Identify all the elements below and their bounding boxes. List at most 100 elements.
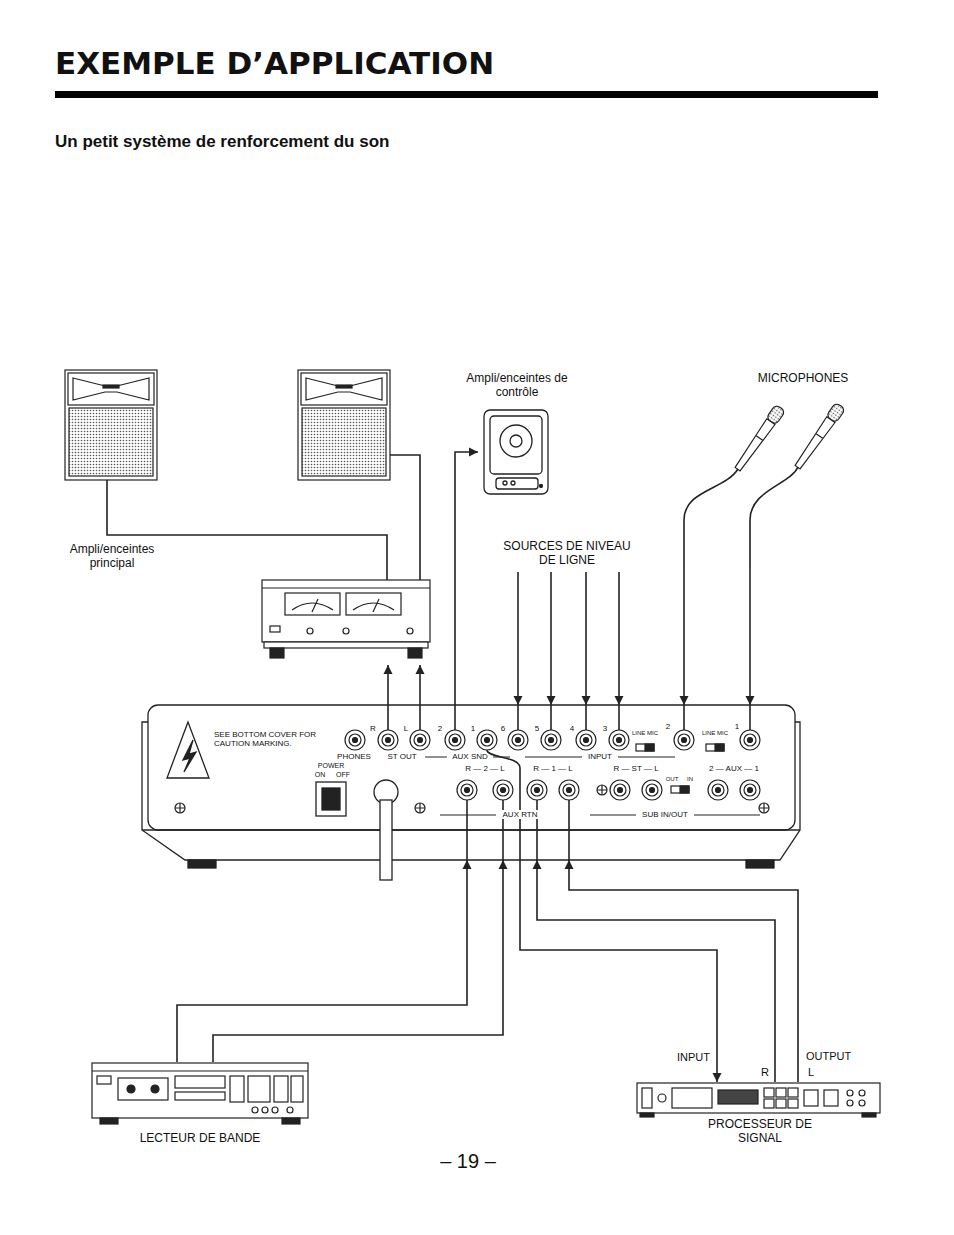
jack-socket	[386, 738, 391, 743]
power-switch	[316, 780, 398, 880]
tape-deck	[230, 1076, 244, 1102]
jack-socket	[610, 780, 630, 800]
plug-wire	[454, 705, 456, 730]
power-switch	[316, 782, 346, 816]
panel-marking: 2	[438, 724, 442, 733]
microphone	[756, 436, 763, 441]
jack-socket	[748, 788, 753, 793]
jack-socket	[674, 730, 694, 750]
jack-socket	[613, 734, 625, 746]
microphone	[750, 467, 798, 568]
main-speaker	[69, 408, 153, 476]
power-amplifier	[285, 593, 340, 615]
power-amplifier	[343, 628, 349, 634]
device-label: SOURCES DE NIVEAU DE LIGNE	[495, 540, 640, 568]
jack-socket	[597, 785, 607, 795]
jack-socket	[650, 788, 655, 793]
jack-socket	[175, 803, 185, 813]
plug-wire	[536, 800, 538, 860]
power-amplifier	[262, 580, 430, 658]
jack-socket	[748, 738, 753, 743]
panel-rule	[525, 757, 582, 758]
jack-socket	[682, 738, 687, 743]
tape-deck	[92, 1063, 308, 1118]
signal-processor	[847, 1090, 853, 1096]
signal-processor: PROCESSEUR DE SIGNAL	[636, 1082, 882, 1115]
jack-socket	[445, 730, 465, 750]
audio-cable	[213, 860, 503, 1062]
main-speaker	[302, 408, 386, 476]
main-speaker	[73, 378, 149, 400]
monitor-speaker	[496, 478, 538, 489]
jack-socket	[744, 734, 756, 746]
plug-wire	[550, 705, 552, 730]
panel-rule	[440, 815, 496, 816]
tape-deck	[92, 1070, 308, 1071]
microphone	[816, 434, 823, 439]
power-amplifier	[312, 599, 318, 612]
panel-marking: AUX RTN	[501, 810, 540, 819]
power-amplifier	[346, 593, 401, 615]
panel-marking: LINE MIC	[702, 730, 728, 737]
tape-deck	[151, 1085, 159, 1093]
panel-rule	[425, 757, 760, 815]
signal-processor	[776, 1088, 786, 1097]
mixer-body	[746, 860, 774, 868]
power-switch	[380, 800, 392, 880]
audio-cable	[517, 572, 519, 705]
audio-cable	[419, 665, 421, 705]
jack-socket	[493, 780, 513, 800]
jack-socket	[512, 734, 524, 746]
signal-processor	[764, 1099, 774, 1108]
power-amplifier	[262, 587, 430, 588]
tape-deck	[92, 1063, 308, 1124]
panel-marking: 2 — AUX — 1	[709, 764, 759, 773]
device-label: Ampli/enceintes principal	[62, 543, 162, 571]
power-amplifier	[270, 626, 280, 632]
signal-processor	[776, 1099, 786, 1108]
jack-socket	[175, 730, 769, 813]
microphone	[793, 402, 846, 470]
panel-marking: 3	[603, 724, 607, 733]
audio-cable	[749, 568, 751, 705]
signal-processor	[788, 1088, 798, 1097]
jack-socket	[349, 734, 361, 746]
panel-marking: 1	[471, 724, 475, 733]
mixer-body	[188, 860, 216, 868]
signal-processor	[824, 1090, 838, 1106]
jack-socket	[497, 784, 509, 796]
jack-socket	[378, 730, 398, 750]
panel-marking: 6	[501, 724, 505, 733]
device-label: LECTEUR DE BANDE	[140, 1132, 261, 1146]
power-amplifier	[373, 599, 379, 612]
jack-socket	[485, 738, 490, 743]
main-speaker	[65, 370, 157, 480]
monitor-speaker	[490, 416, 542, 474]
jack-socket	[678, 734, 690, 746]
jack-socket	[449, 734, 461, 746]
jack-socket	[759, 803, 769, 813]
speaker-wire	[107, 455, 420, 580]
jack-socket	[501, 788, 506, 793]
tape-deck	[127, 1085, 135, 1093]
jack-socket	[580, 734, 592, 746]
device-label: Ampli/enceintes de contrôle	[461, 372, 573, 400]
panel-marking: R — 1 — L	[531, 764, 575, 773]
main-speaker	[298, 370, 390, 480]
monitor-speaker	[484, 410, 548, 494]
microphones: MICROPHONES	[675, 372, 865, 568]
panel-marking: 2	[666, 722, 670, 731]
plug-wire	[749, 705, 751, 730]
panel-marking: SUB IN/OUT	[640, 810, 690, 819]
signal-processor	[788, 1099, 798, 1108]
power-amplifier	[407, 628, 413, 634]
signal-processor	[862, 1113, 876, 1117]
jack-socket	[175, 803, 185, 813]
signal-processor	[637, 1083, 880, 1117]
jack-socket	[516, 738, 521, 743]
jack-socket	[563, 784, 575, 796]
panel-marking: INPUT	[588, 752, 612, 761]
title-bar	[55, 91, 878, 98]
